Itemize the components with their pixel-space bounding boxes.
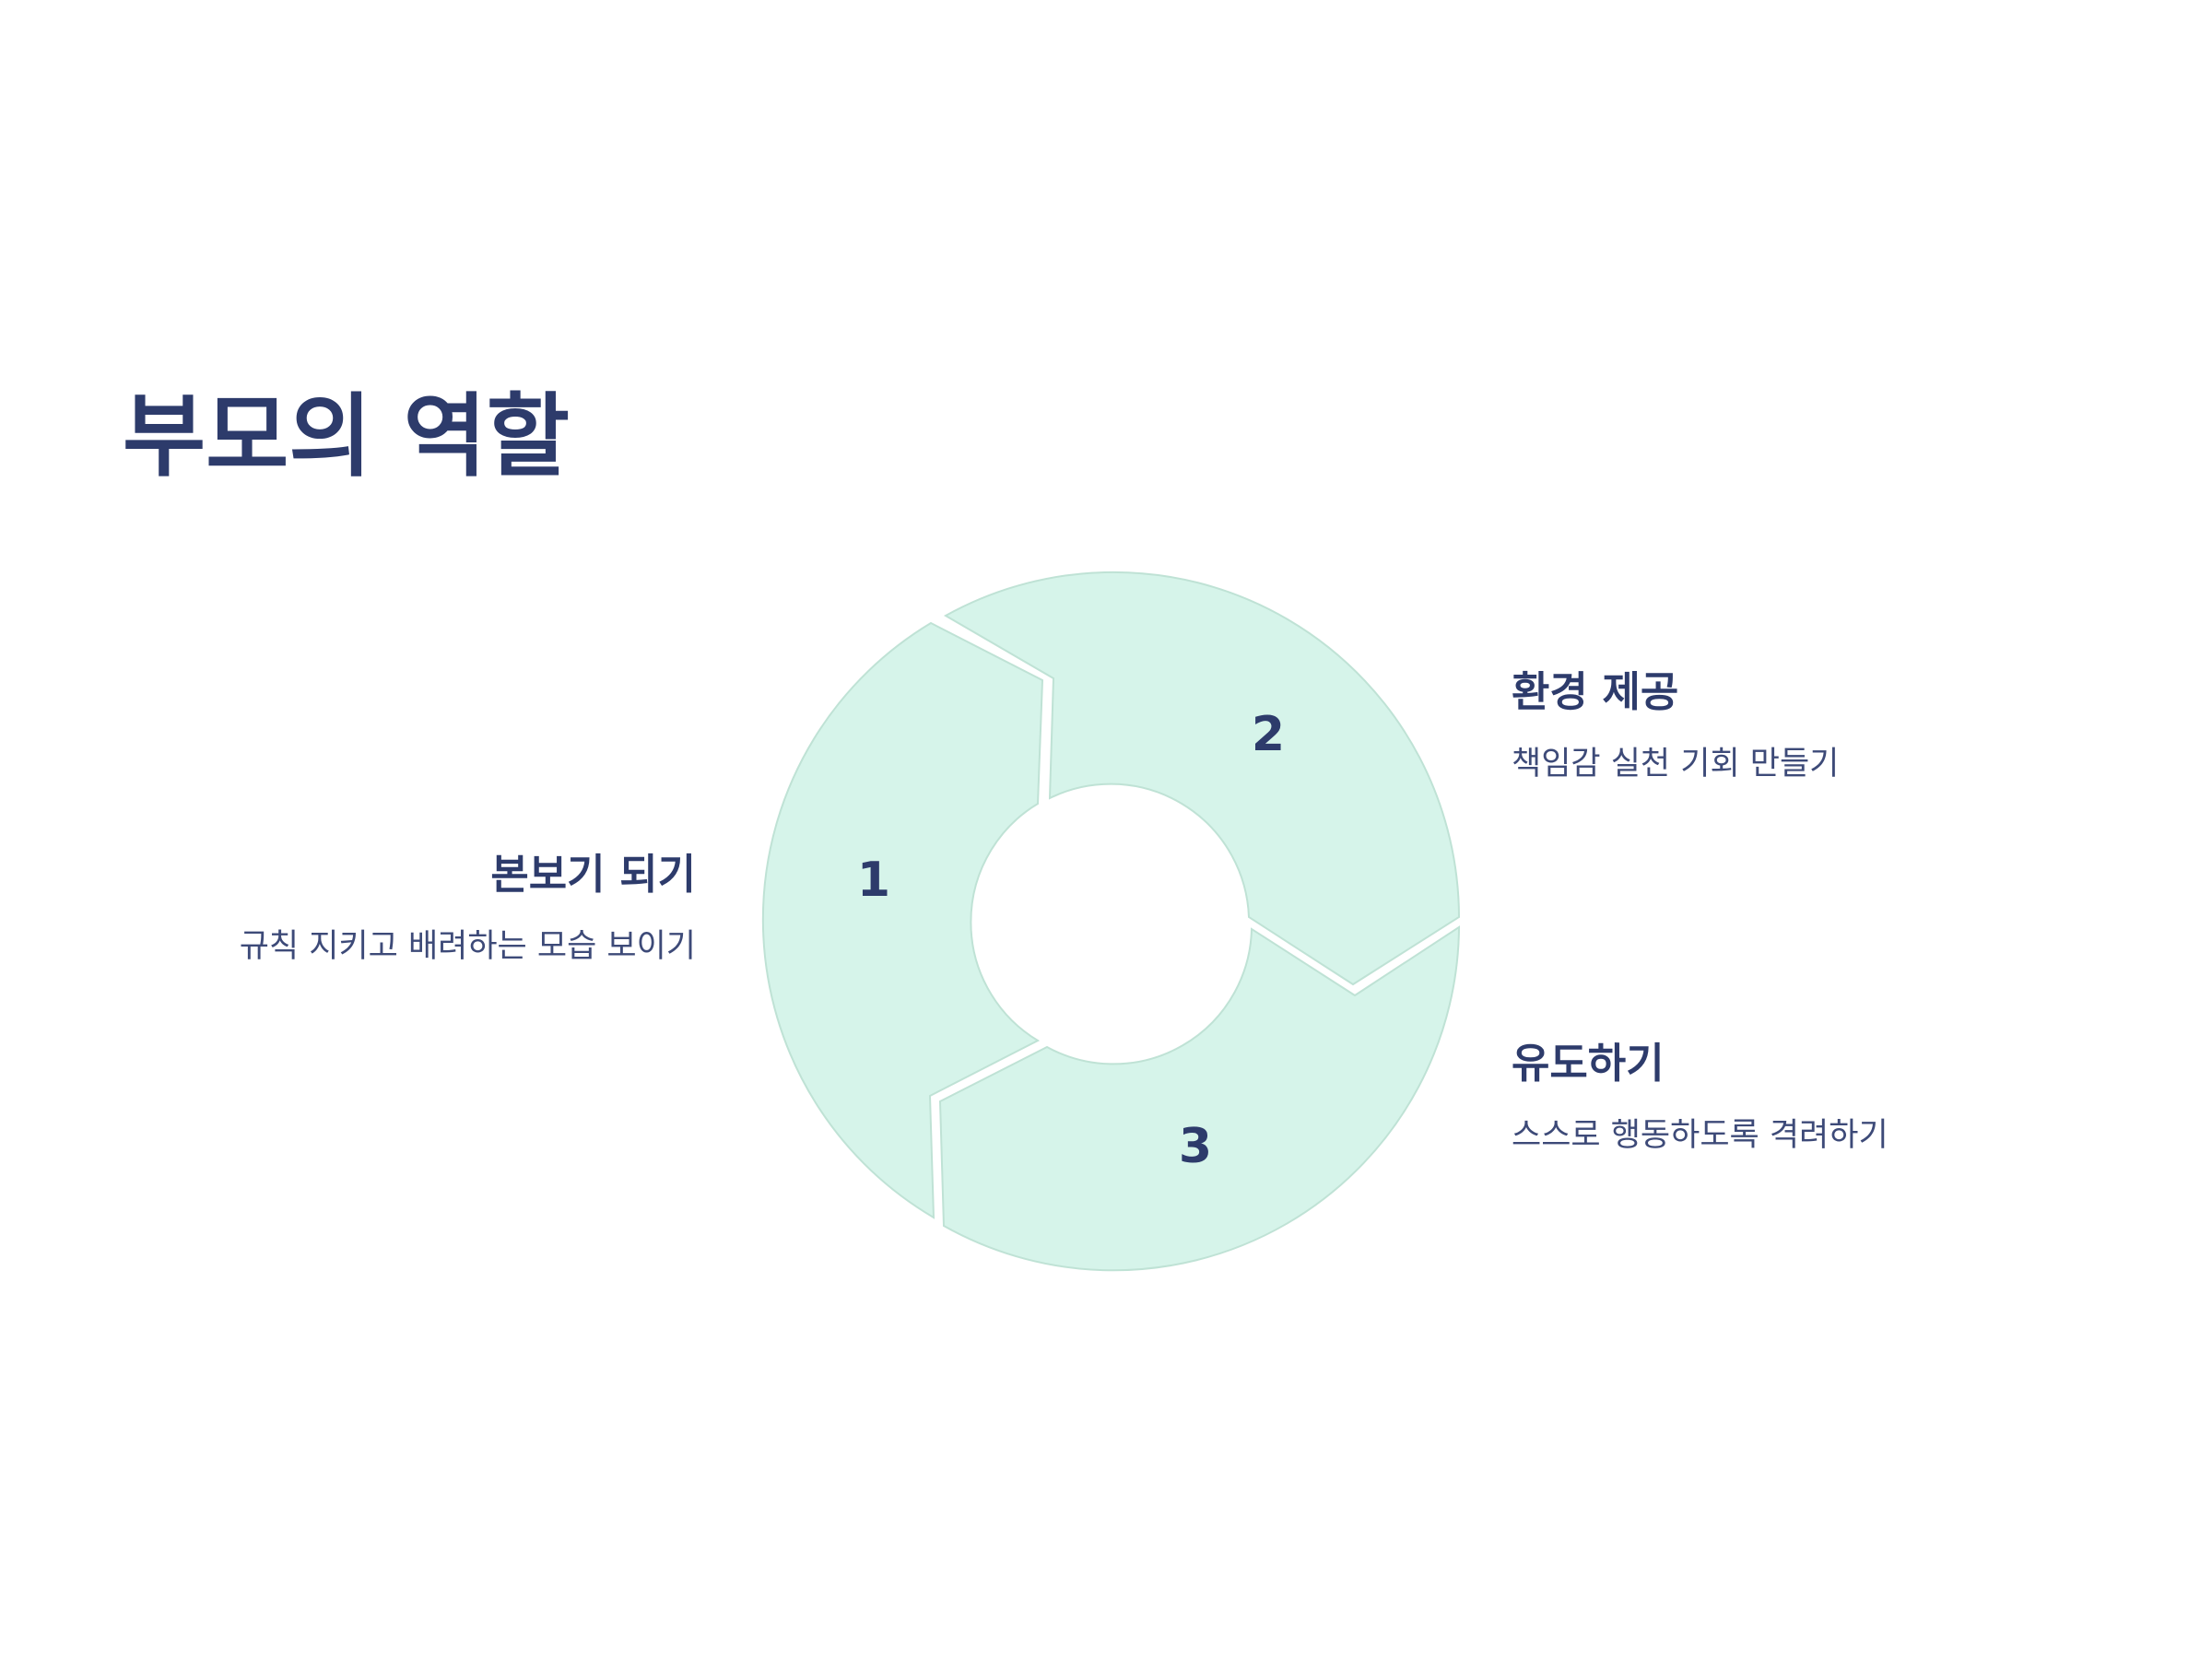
cycle-item-2-description: 책임감 실천 기회 만들기 xyxy=(1512,746,1840,782)
cycle-segment-3-number: 3 xyxy=(1179,1119,1212,1174)
cycle-item-3: 유도하기 스스로 행동하도록 격려하기 xyxy=(1512,1039,1888,1155)
page-title: 부모의 역할 xyxy=(123,384,570,489)
cycle-item-1-description: 규칙 지키고 배려하는 모습 보이기 xyxy=(239,928,696,965)
cycle-item-3-title: 유도하기 xyxy=(1512,1039,1665,1088)
cycle-item-1: 본보기 되기 규칙 지키고 배려하는 모습 보이기 xyxy=(240,850,696,966)
cycle-item-1-title: 본보기 되기 xyxy=(490,850,696,899)
cycle-segment-2 xyxy=(943,571,1461,986)
cycle-segment-1-number: 1 xyxy=(857,853,890,908)
cycle-item-3-description: 스스로 행동하도록 격려하기 xyxy=(1512,1117,1888,1154)
cycle-segment-1 xyxy=(761,621,1044,1219)
cycle-segment-2-number: 2 xyxy=(1252,707,1285,762)
cycle-item-2: 환경 제공 책임감 실천 기회 만들기 xyxy=(1512,667,1839,783)
cycle-segment-3 xyxy=(938,925,1461,1272)
cycle-item-2-title: 환경 제공 xyxy=(1512,667,1679,716)
